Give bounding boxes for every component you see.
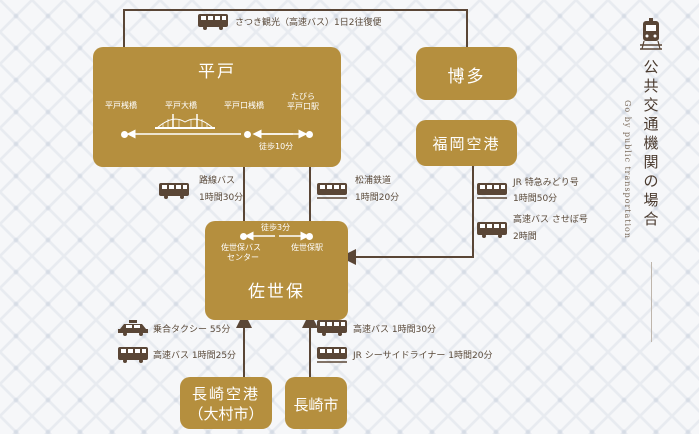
train-icon bbox=[477, 183, 507, 199]
sasebo-walk-note: 徒歩3分 bbox=[261, 223, 291, 232]
tabira-label-line1: たびら bbox=[291, 92, 315, 101]
tabira-dot bbox=[306, 131, 313, 138]
train-icon bbox=[317, 347, 347, 363]
fukuoka-airport-title: 福岡空港 bbox=[432, 135, 501, 153]
side-title: 公共交通機関の場合 bbox=[643, 58, 659, 228]
jr-midori-time: 1時間50分 bbox=[513, 194, 558, 204]
nagasaki-airport-box: 長崎空港 （大村市） bbox=[180, 377, 272, 429]
bus-icon bbox=[159, 183, 189, 199]
taxi-icon bbox=[118, 320, 148, 336]
side-divider bbox=[651, 262, 652, 342]
train-icon bbox=[317, 183, 347, 199]
hirado-pier-dot bbox=[121, 131, 128, 138]
saseboshi-time: 2時間 bbox=[513, 232, 537, 242]
sasebo-bus-center-label-line2: センター bbox=[227, 253, 259, 262]
hirado-walk-note: 徒歩10分 bbox=[259, 142, 294, 151]
bus-icon bbox=[198, 14, 228, 30]
jr-midori-name: JR 特急みどり号 bbox=[513, 178, 579, 188]
seaside-liner-note: JR シーサイドライナー 1時間20分 bbox=[353, 351, 493, 361]
hirado-bridge-label: 平戸大橋 bbox=[165, 101, 197, 110]
hakata-title: 博多 bbox=[447, 67, 486, 87]
bus-icon bbox=[118, 347, 148, 363]
bus-icon bbox=[317, 320, 347, 336]
tabira-label-line2: 平戸口駅 bbox=[287, 102, 319, 111]
bridge-icon bbox=[155, 114, 215, 129]
train-logo-icon bbox=[640, 18, 662, 50]
sasebo-title: 佐世保 bbox=[248, 282, 305, 302]
sasebo-bus-center-label-line1: 佐世保バス bbox=[221, 243, 261, 252]
nagasaki-bus-note: 高速バス 1時間30分 bbox=[353, 325, 437, 335]
sasebo-station-label: 佐世保駅 bbox=[291, 243, 323, 252]
top-route-note: さつき観光（高速バス）1日2往復便 bbox=[235, 18, 382, 28]
local-bus-name: 路線バス bbox=[199, 176, 236, 186]
nagasaki-airport-title-line2: （大村市） bbox=[188, 405, 264, 423]
hiradoguchi-pier-label: 平戸口桟橋 bbox=[224, 101, 264, 110]
hakata-box: 博多 bbox=[416, 47, 517, 100]
hirado-box: 平戸 平戸桟橋 平戸大橋 平戸口桟橋 たびら 平戸口駅 徒歩10分 bbox=[93, 47, 341, 167]
sasebo-station-dot bbox=[306, 233, 313, 240]
sasebo-bus-center-dot bbox=[240, 233, 247, 240]
hiradoguchi-pier-dot bbox=[244, 131, 251, 138]
fukuoka-airport-box: 福岡空港 bbox=[416, 120, 517, 166]
taxi-note: 乗合タクシー 55分 bbox=[153, 325, 231, 335]
airport-bus-note: 高速バス 1時間25分 bbox=[153, 351, 237, 361]
nagasaki-city-title: 長崎市 bbox=[293, 396, 339, 414]
matsuura-name: 松浦鉄道 bbox=[355, 176, 392, 186]
hirado-title: 平戸 bbox=[198, 62, 236, 82]
local-bus-time: 1時間30分 bbox=[199, 193, 244, 203]
sasebo-walk-arrows bbox=[245, 231, 309, 241]
sasebo-box: 徒歩3分 佐世保バス センター 佐世保駅 佐世保 bbox=[205, 221, 348, 320]
saseboshi-name: 高速バス させぼ号 bbox=[513, 215, 588, 225]
nagasaki-airport-title-line1: 長崎空港 bbox=[191, 385, 260, 403]
hirado-pier-label: 平戸桟橋 bbox=[105, 101, 137, 110]
hirado-inner-arrows bbox=[126, 129, 308, 139]
nagasaki-city-box: 長崎市 bbox=[285, 377, 347, 429]
bus-icon bbox=[477, 222, 507, 238]
side-subtitle: Go by public transportation bbox=[623, 100, 632, 240]
matsuura-time: 1時間20分 bbox=[355, 193, 400, 203]
